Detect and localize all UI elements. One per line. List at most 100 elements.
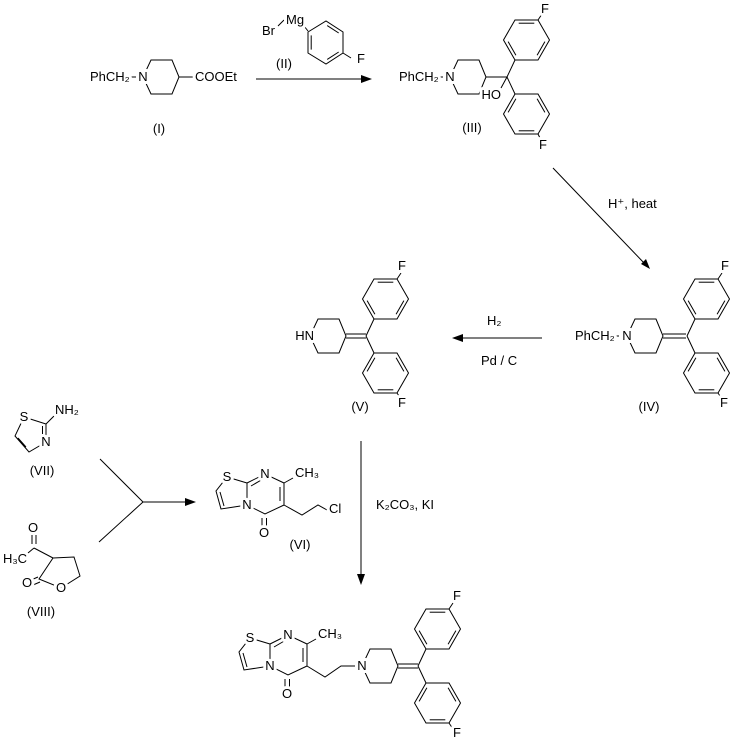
atom-label-f: F [541,1,549,16]
arrowhead-icon [361,75,372,83]
reaction-arrow-3: H₂ Pd / C [452,310,542,371]
double-bond-inner-line [418,630,428,645]
compound-iv: PhCH₂ N F F (IV) [572,255,732,417]
atom-label-f: F [398,258,406,273]
benzene-ring [682,278,731,320]
benzene-ring [361,352,410,394]
bond-lines [14,415,55,453]
atom-label-n: N [242,497,251,512]
reaction-arrow-2: H⁺, heat [552,167,660,269]
atom-label-f: F [453,588,461,603]
compound-v: HN F F (V) [292,255,410,417]
atom-label-ch3: CH₃ [295,465,319,480]
benzene-ring [307,20,344,65]
double-bond-inner-line [716,357,726,372]
atom-label-n: N [260,466,269,481]
atom-label-f: F [398,395,406,410]
compound-label-iv: (IV) [639,399,660,414]
atom-label-o: O [282,686,292,701]
compound-ii: Br Mg F (II) [259,9,368,74]
condensation-arrows [98,458,196,543]
double-bond-inner-line [366,357,376,372]
compound-iii: PhCH₂ N HO F F (III) [396,0,552,155]
reagent-label-pdc: Pd / C [481,353,517,368]
arrow-line [552,167,646,265]
double-bond-inner-line [507,98,517,113]
atom-label-h3c: H₃C [3,551,27,566]
atom-label-n: N [41,434,50,449]
compound-viii: O H₃C O O (VIII) [0,517,81,622]
atom-label-f: F [539,137,547,152]
reaction-arrow-1 [256,75,372,83]
atom-label-phch2: PhCH₂ [575,328,615,343]
benzene-ring [413,608,462,650]
reagent-label-dehydration: H⁺, heat [608,196,657,211]
bond-lines [436,13,543,141]
benzene-ring [361,278,410,320]
arrowhead-icon [185,498,196,506]
atom-label-mg: Mg [286,12,304,27]
bond-lines [27,535,81,589]
reaction-arrow-4: K₂CO₃, KI [357,441,437,585]
atom-label-n: N [357,658,366,673]
benzene-ring [502,19,551,61]
bond-lines [238,602,454,730]
atom-label-f: F [720,395,728,410]
bond-lines [127,59,193,95]
atom-label-s: S [246,630,255,645]
double-bond-inner-line [366,300,376,315]
atom-label-f: F [721,258,729,273]
double-bond-inner-line [326,25,339,34]
arrowhead-icon [641,259,650,269]
bond-lines [215,473,328,527]
double-bond-inner-line [326,51,339,60]
atom-label-n: N [265,658,274,673]
compound-product: S N N O CH₃ N F F [238,585,464,743]
compound-label-iii: (III) [462,120,482,135]
atom-label-phch2: PhCH₂ [90,69,130,84]
atom-label-s: S [223,469,232,484]
atom-label-ho: HO [482,87,502,102]
reagent-label-h2: H₂ [487,313,501,328]
double-bond-inner-line [395,357,405,372]
atom-label-ch3: CH₃ [318,626,342,641]
arrow-lines [98,458,192,543]
compound-label-viii: (VIII) [27,604,55,619]
double-bond-inner-line [716,300,726,315]
benzene-ring [413,682,462,724]
atom-label-cl: Cl [329,501,341,516]
atom-label-s: S [20,409,29,424]
double-bond-inner-line [536,41,546,56]
double-bond-inner-line [418,687,428,702]
double-bond-inner-line [447,687,457,702]
atom-label-f: F [357,51,365,66]
double-bond-inner-line [687,300,697,315]
arrowhead-icon [357,574,365,585]
double-bond-inner-line [507,41,517,56]
compound-vi: S N N O CH₃ Cl (VI) [215,462,344,555]
atom-label-o: O [259,525,269,540]
atom-label-f: F [453,725,461,740]
benzene-ring [682,352,731,394]
benzene-ring [502,93,551,135]
compound-label-i: (I) [153,121,165,136]
arrowhead-icon [452,334,463,342]
atom-label-o: O [56,580,66,595]
atom-label-phch2: PhCH₂ [399,69,439,84]
compound-i: PhCH₂ N COOEt (I) [87,59,240,139]
atom-label-n: N [283,627,292,642]
atom-label-nh2: NH₂ [55,402,79,417]
atom-label-n: N [622,328,631,343]
compound-vii: S N NH₂ (VII) [14,399,82,481]
atom-label-cooet: COOEt [195,69,237,84]
bond-lines [612,272,723,400]
atom-label-br: Br [262,23,276,38]
atom-label-n: N [445,69,454,84]
double-bond-inner-line [536,98,546,113]
compound-label-vi: (VI) [290,537,311,552]
compound-label-vii: (VII) [30,463,55,478]
reagent-label-k2co3-ki: K₂CO₃, KI [376,497,434,512]
double-bond-inner-line [687,357,697,372]
